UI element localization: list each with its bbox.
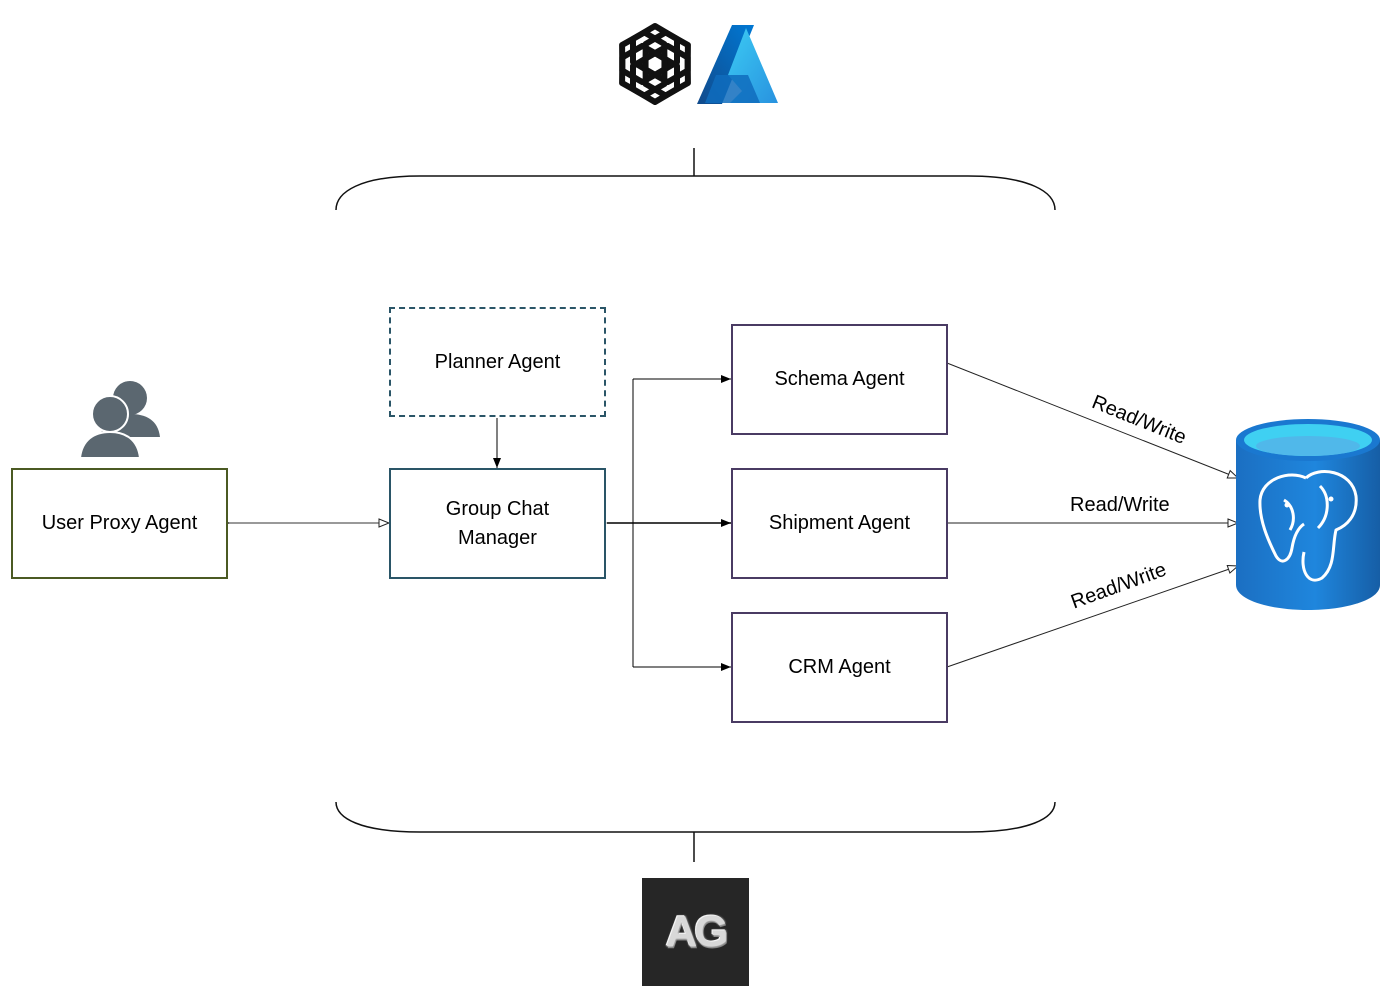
shipment-agent-node: Shipment Agent — [731, 468, 948, 579]
edge-schema-db — [947, 363, 1238, 478]
crm-agent-label: CRM Agent — [788, 656, 891, 678]
planner-agent-label: Planner Agent — [434, 350, 561, 373]
shipment-agent-label: Shipment Agent — [768, 512, 911, 534]
edge-label-read-write-shipment: Read/Write — [1070, 494, 1170, 516]
autogen-logo-text: AG — [665, 907, 729, 956]
user-proxy-agent-node: User Proxy Agent — [11, 468, 228, 579]
group-chat-manager-node: Group Chat Manager — [389, 468, 606, 579]
autogen-logo: AG — [642, 878, 749, 986]
azure-logo — [697, 25, 778, 104]
planner-agent-node: Planner Agent — [389, 307, 606, 417]
users-icon — [78, 381, 160, 459]
frame-bottom-bracket — [335, 801, 1056, 833]
crm-agent-node: CRM Agent — [731, 612, 948, 723]
schema-agent-label: Schema Agent — [774, 368, 905, 390]
user-proxy-agent-label: User Proxy Agent — [41, 512, 198, 534]
edge-crm-db — [947, 566, 1238, 667]
openai-logo — [619, 23, 691, 105]
postgresql-database-icon — [1236, 419, 1380, 610]
schema-agent-node: Schema Agent — [731, 324, 948, 435]
group-chat-manager-label: Group Chat Manager — [445, 497, 550, 549]
frame-top-bracket — [335, 175, 1056, 211]
